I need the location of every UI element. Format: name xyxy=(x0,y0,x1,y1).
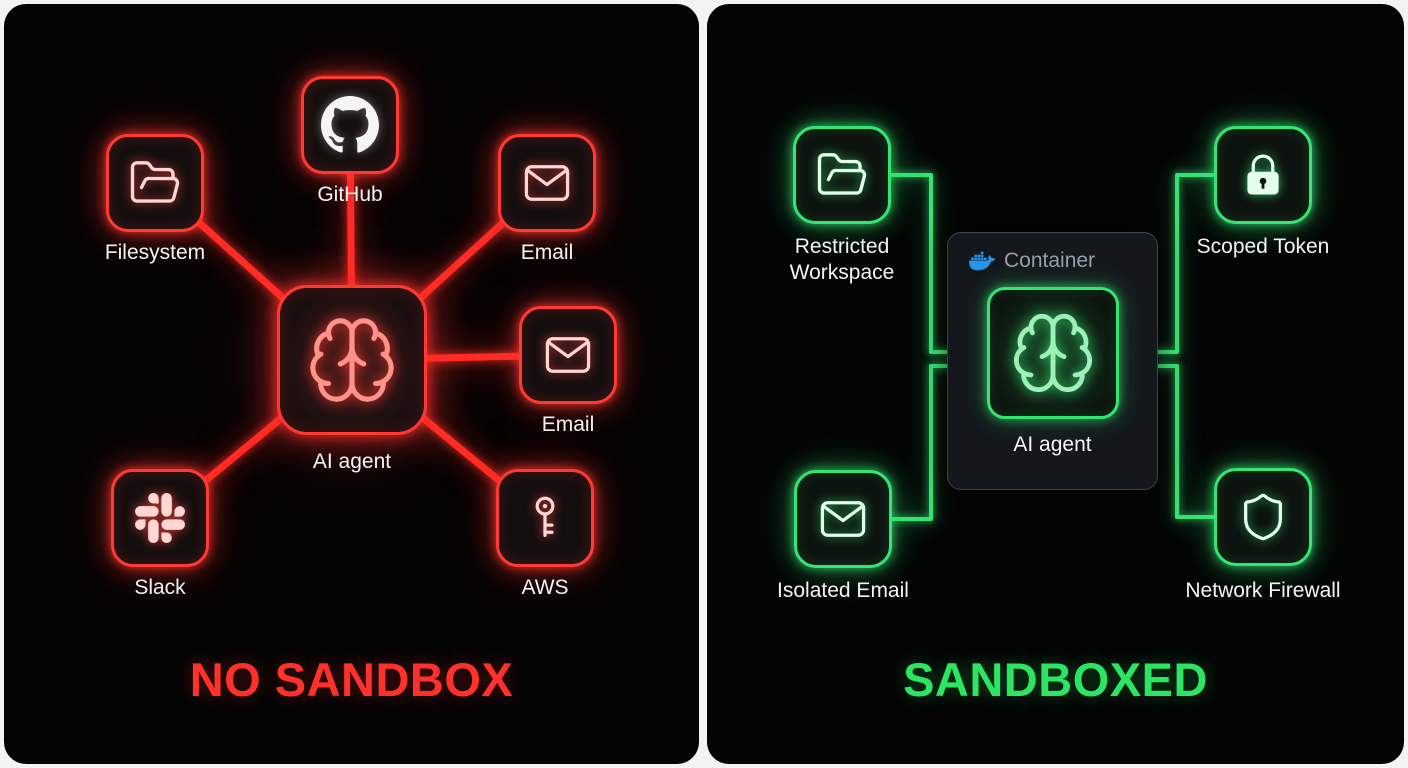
folder-icon xyxy=(130,161,180,203)
node-label: Email xyxy=(541,413,595,436)
agent-label: AI agent xyxy=(312,450,392,473)
container-label: Container xyxy=(1004,249,1096,272)
lock-icon xyxy=(1247,154,1279,195)
agent-label: AI agent xyxy=(1013,433,1092,456)
slack-icon xyxy=(135,493,185,543)
node-label: Isolated Email xyxy=(777,579,909,602)
node-label: Slack xyxy=(134,576,186,599)
node-label: Filesystem xyxy=(104,241,206,264)
ai-agent-node xyxy=(277,285,427,435)
sandboxed-title: SANDBOXED xyxy=(903,653,1208,706)
ai-agent-node xyxy=(987,287,1119,419)
node-email-top xyxy=(498,134,596,232)
node-label: Restricted Workspace xyxy=(789,235,895,285)
mail-icon xyxy=(545,337,591,373)
node-email-mid xyxy=(519,306,617,404)
node-slack xyxy=(111,469,209,567)
node-restricted-workspace xyxy=(793,126,891,224)
no-sandbox-panel: Filesystem GitHub Email xyxy=(4,4,699,764)
node-scoped-token xyxy=(1214,126,1312,224)
green-connector-lines xyxy=(888,173,1216,521)
container-box: Container AI agent xyxy=(947,232,1158,490)
docker-icon xyxy=(969,251,995,271)
brain-icon xyxy=(310,318,394,402)
sandboxed-panel: Restricted Workspace Scoped Token Contai… xyxy=(707,4,1404,764)
node-label: Scoped Token xyxy=(1196,235,1330,258)
node-label: GitHub xyxy=(317,183,383,206)
node-label: Network Firewall xyxy=(1185,579,1341,602)
github-icon xyxy=(321,96,379,153)
no-sandbox-title: NO SANDBOX xyxy=(189,653,514,706)
node-filesystem xyxy=(106,134,204,232)
node-network-firewall xyxy=(1214,468,1312,566)
folder-icon xyxy=(817,153,867,195)
key-icon xyxy=(535,496,555,537)
mail-icon xyxy=(524,165,570,201)
shield-icon xyxy=(1244,493,1282,541)
node-aws xyxy=(496,469,594,567)
node-label: Email xyxy=(520,241,574,264)
mail-icon xyxy=(820,501,866,537)
container-header: Container xyxy=(948,233,1157,274)
node-isolated-email xyxy=(794,470,892,568)
brain-icon xyxy=(1013,313,1093,393)
node-github xyxy=(301,76,399,174)
node-label: AWS xyxy=(521,576,569,599)
